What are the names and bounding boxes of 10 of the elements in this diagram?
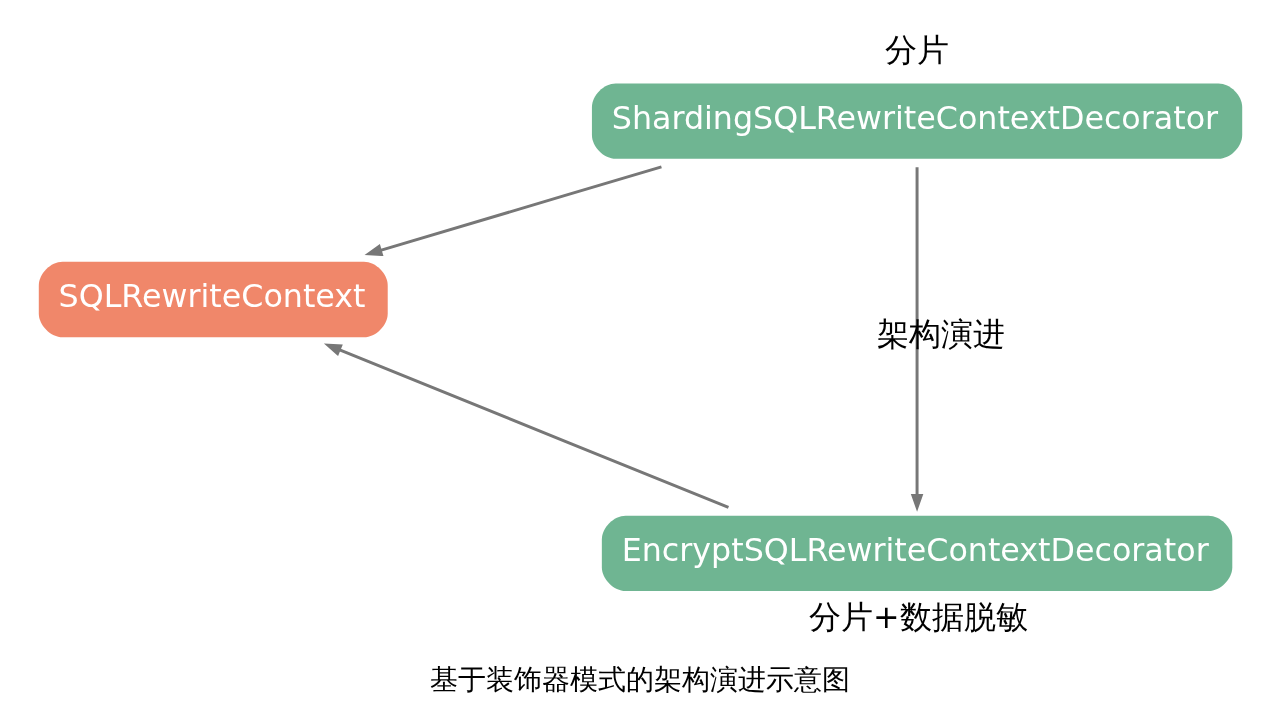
edge-label: 架构演进 bbox=[876, 315, 1005, 352]
node-label: 分片+数据脱敏 bbox=[808, 599, 1028, 636]
arrow bbox=[364, 165, 662, 257]
arrow bbox=[910, 167, 923, 512]
node-box: EncryptSQLRewriteContextDecorator bbox=[601, 515, 1232, 591]
node-label: 分片 bbox=[884, 32, 949, 69]
arrow bbox=[323, 343, 729, 509]
node-box: SQLRewriteContext bbox=[38, 261, 388, 338]
caption: 基于装饰器模式的架构演进示意图 bbox=[430, 662, 850, 696]
node-box: ShardingSQLRewriteContextDecorator bbox=[591, 83, 1242, 159]
